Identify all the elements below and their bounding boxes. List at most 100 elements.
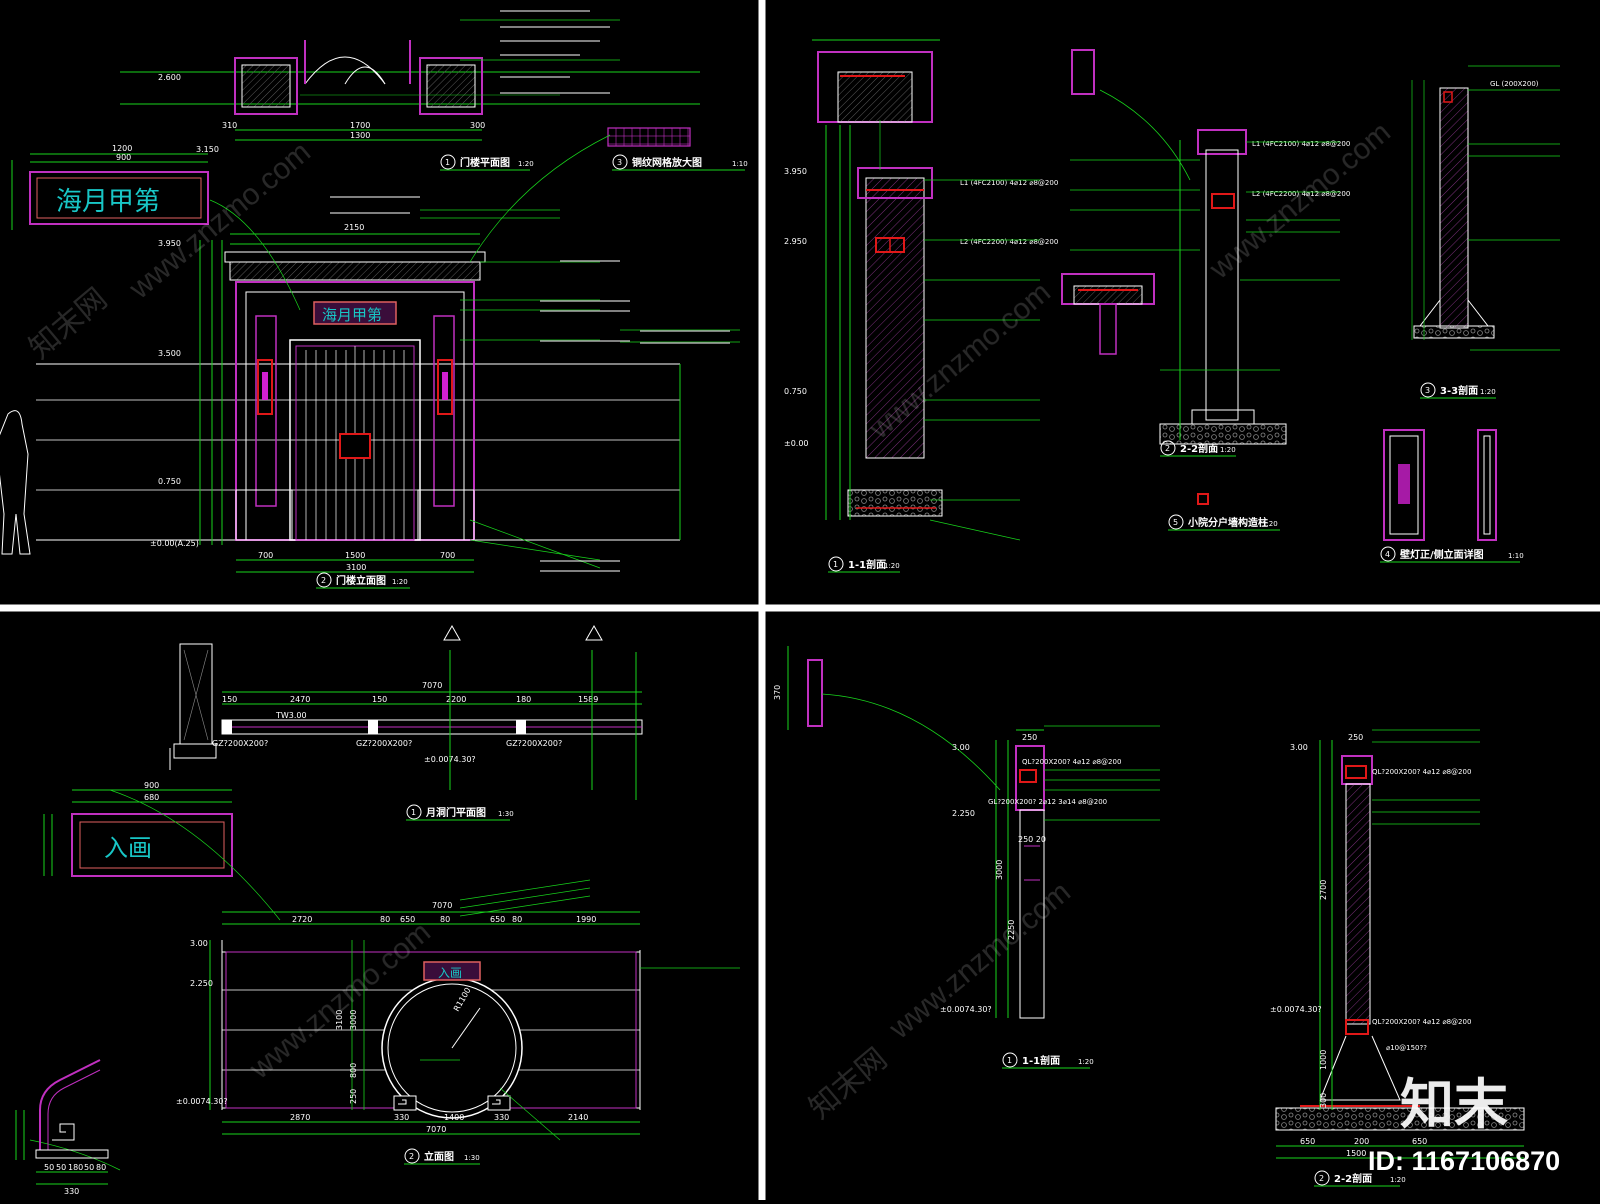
view-number: 1 xyxy=(1007,1056,1012,1065)
plan-dim-4: 180 xyxy=(516,695,531,704)
view-title: 门楼平面图 xyxy=(460,156,510,169)
elev-top-dim-4: 650 xyxy=(490,915,505,924)
view-title: 2-2剖面 xyxy=(1180,442,1218,455)
vdim-3: 1000 xyxy=(1319,1050,1328,1070)
watermark-id: ID: 1167106870 xyxy=(1368,1146,1561,1176)
corner-dim-0: 50 xyxy=(44,1163,54,1172)
dim-mid-a: 250 20 xyxy=(1018,835,1046,844)
elev-label-3: ±0.00(A.25) xyxy=(150,539,199,548)
panel-bottom-right: 370 250 250 20 3.00 2.250 ±0.0074.30? 30… xyxy=(773,646,1525,1187)
corner-total: 330 xyxy=(64,1187,79,1196)
elev-label-2: 0.750 xyxy=(158,477,181,486)
dim-top-a: 250 xyxy=(1022,733,1037,742)
view-number: 2 xyxy=(1165,444,1170,453)
view-scale: 1:20 xyxy=(392,578,408,586)
view-title: 月洞门平面图 xyxy=(425,806,486,819)
moon-sign-text: 入画 xyxy=(104,834,152,862)
plan-dim-1: 2470 xyxy=(290,695,310,704)
section-1-1-top: 3.950 2.950 0.750 ±0.00 L1 (4FC2100) 4⌀1… xyxy=(784,39,1058,573)
sign-plaque-detail: 海月甲第 1200 900 xyxy=(11,144,209,230)
bdim-total: 1500 xyxy=(1346,1149,1366,1158)
sign-dim-1: 680 xyxy=(144,793,159,802)
beam-label-1: GL?200X200? 2⌀12 3⌀14 ⌀8@200 xyxy=(988,798,1107,806)
view-number: 3 xyxy=(617,158,622,167)
vert-dim-3: 250 xyxy=(349,1089,358,1104)
view-scale: 1:20 xyxy=(1390,1176,1406,1184)
view-number: 4 xyxy=(1385,550,1390,559)
section-3-3-top: GL (200X200) 3 3-3剖面 1:20 xyxy=(1411,65,1560,399)
view-number: 3 xyxy=(1425,386,1430,395)
bdim-1: 200 xyxy=(1354,1137,1369,1146)
vert-dim-0: 3100 xyxy=(335,1010,344,1030)
view-title: 门楼立面图 xyxy=(336,574,386,587)
elev-label-0: 3.950 xyxy=(784,167,807,176)
view-number: 2 xyxy=(321,576,326,585)
elev-label-2: ±0.0074.30? xyxy=(176,1097,228,1106)
section-2-2-top: L1 (4FC2100) 4⌀12 ⌀8@200 L2 (4FC2200) 4⌀… xyxy=(1061,49,1350,457)
elev-label-2: 0.750 xyxy=(784,387,807,396)
elev-label-4: ±0.0074.30? xyxy=(1270,1005,1322,1014)
view-scale: 1:30 xyxy=(498,810,514,818)
elev-label-4: 2.600 xyxy=(158,73,181,82)
elev-bot-dim-2: 1400 xyxy=(444,1113,464,1122)
elev-top-dim-6: 1990 xyxy=(576,915,596,924)
view-number: 5 xyxy=(1173,518,1178,527)
plan-dim-2: 1300 xyxy=(350,131,370,140)
vdim-0: 3000 xyxy=(995,860,1004,880)
elev-total: 7070 xyxy=(432,901,452,910)
bdim-2: 650 xyxy=(1412,1137,1427,1146)
section-1-1-bottom: 250 250 20 3.00 2.250 ±0.0074.30? 3000 2… xyxy=(940,725,1160,1069)
view-scale: 1:20 xyxy=(1078,1058,1094,1066)
gate-plan: 310 1700 1300 300 xyxy=(120,19,700,141)
view-title: 小院分户墙构造柱 xyxy=(1187,516,1268,529)
section-2-2-bottom: 3.00 ±0.0074.30? 250 2700 1000 300 QL?20… xyxy=(1270,729,1525,1187)
gz-label-2: GZ?200X200? xyxy=(506,739,562,748)
sign-inner-dim: 900 xyxy=(116,153,131,162)
small-dim: 370 xyxy=(773,685,782,700)
gate-elevation: 海月甲第 700 1500 700 3100 xyxy=(0,73,740,589)
elev-label-1: 3.500 xyxy=(158,349,181,358)
elev-top-dim-5: 80 xyxy=(512,915,522,924)
view-number: 1 xyxy=(833,560,838,569)
view-scale: 1:20 xyxy=(1220,446,1236,454)
plan-dim-2: 150 xyxy=(372,695,387,704)
elev-dim-1: 1500 xyxy=(345,551,365,560)
elev-bot-dim-1: 330 xyxy=(394,1113,409,1122)
bdim-0: 650 xyxy=(1300,1137,1315,1146)
plan-dim-3: 300 xyxy=(470,121,485,130)
view-scale: 1:10 xyxy=(732,160,748,168)
view-number: 2 xyxy=(409,1152,414,1161)
vdim-4: 300 xyxy=(1319,1093,1328,1108)
beam-label-3: QL?200X200? 4⌀12 ⌀8@200 xyxy=(1372,1018,1471,1026)
rebar-label: ⌀10@150?? xyxy=(1386,1044,1427,1052)
elev-bot-dim-4: 2140 xyxy=(568,1113,588,1122)
elev-top-dim-0: 2720 xyxy=(292,915,312,924)
elev-label-0: 3.00 xyxy=(952,743,970,752)
plan-dim-5: 1589 xyxy=(578,695,598,704)
bronze-grid-detail: 3 铜纹网格放大图 1:10 xyxy=(607,127,748,171)
vert-dim-1: 3000 xyxy=(349,1010,358,1030)
view-title: 铜纹网格放大图 xyxy=(632,156,702,169)
vdim-1: 2250 xyxy=(1007,920,1016,940)
corner-dim-3: 50 xyxy=(84,1163,94,1172)
panel-top-left: 310 1700 1300 300 1 门楼平面图 1:20 3 铜纹网格放大图… xyxy=(0,10,748,589)
elev-top-dim: 2150 xyxy=(344,223,364,232)
sign-plaque-text: 海月甲第 xyxy=(56,187,160,217)
sign-width-dim: 1200 xyxy=(112,144,132,153)
elev-label-0: 3.950 xyxy=(158,239,181,248)
elev-label-3: ±0.00 xyxy=(784,439,809,448)
elev-label-1: 2.250 xyxy=(190,979,213,988)
view-title: 1-1剖面 xyxy=(848,558,886,571)
panel-bottom-left: 7070 150 2470 150 2200 180 1589 TW3.00 G… xyxy=(15,624,740,1196)
view-scale: 1:20 xyxy=(1480,388,1496,396)
gate-plaque-text: 海月甲第 xyxy=(322,306,382,324)
tw-label: TW3.00 xyxy=(275,711,307,720)
dim-top-b: 250 xyxy=(1348,733,1363,742)
view-number: 1 xyxy=(411,808,416,817)
view-scale: 1:20 xyxy=(518,160,534,168)
view-title: 2-2剖面 xyxy=(1334,1172,1372,1185)
elev-top-dim-2: 650 xyxy=(400,915,415,924)
